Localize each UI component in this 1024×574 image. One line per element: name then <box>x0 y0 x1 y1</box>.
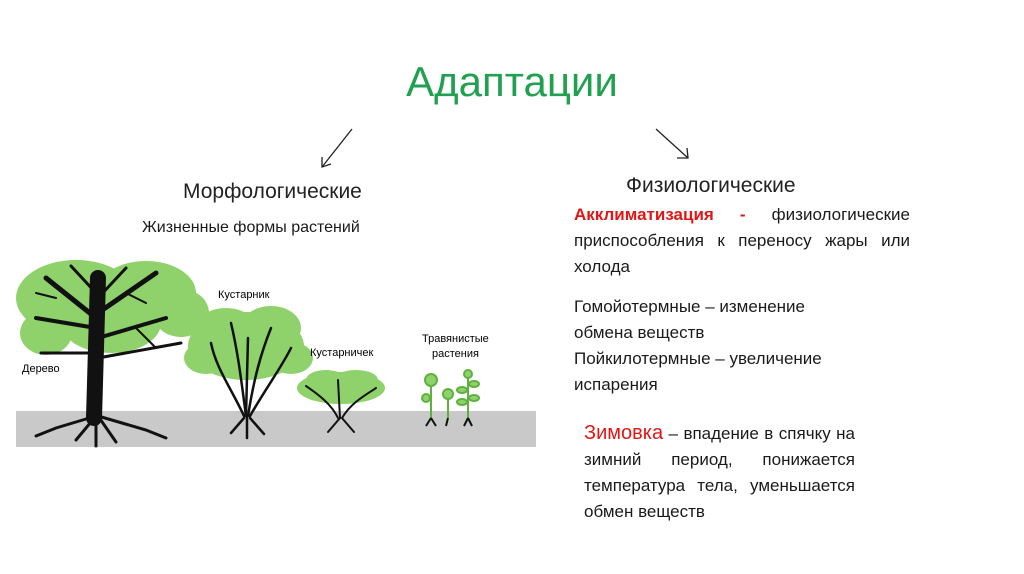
label-herbs-line2: растения <box>432 348 479 360</box>
label-herbs-line1: Травянистые <box>422 333 489 345</box>
subshrub-stems <box>305 379 377 433</box>
acclimatization-text: физиологические приспособления к перенос… <box>574 205 910 276</box>
shrub-stems <box>209 321 293 440</box>
arrow-right-icon <box>655 128 689 159</box>
herbs <box>421 369 480 418</box>
acclimatization-term: Акклиматизация - <box>574 205 746 224</box>
wintering-term: Зимовка <box>584 422 664 444</box>
tree-trunk <box>34 264 183 426</box>
tree-roots <box>34 414 168 448</box>
physiological-heading: Физиологические <box>626 174 796 197</box>
poikilothermic-text: Пойкилотермные – увеличение испарения <box>574 349 822 394</box>
homeothermic-text: Гомойотермные – изменение обмена веществ <box>574 297 806 342</box>
tree-foliage <box>16 260 209 355</box>
label-subshrub: Кустарничек <box>310 347 374 359</box>
herb-roots <box>425 417 473 427</box>
morphological-heading: Морфологические <box>183 180 362 203</box>
label-tree: Дерево <box>22 363 60 375</box>
acclimatization-paragraph: Акклиматизация - физиологические приспос… <box>574 202 910 280</box>
label-shrub: Кустарник <box>218 289 270 301</box>
wintering-text: – впадение в спячку на зимний период, по… <box>584 424 855 521</box>
subshrub-foliage <box>297 370 385 404</box>
slide-title: Адаптации <box>406 58 618 105</box>
life-forms-subheading: Жизненные формы растений <box>142 219 360 236</box>
arrow-left-icon <box>321 128 353 168</box>
plant-life-forms-illustration: Дерево Кустарник Кустарничек Травянистые… <box>16 260 536 448</box>
wintering-paragraph: Зимовка – впадение в спячку на зимний пе… <box>584 420 855 525</box>
